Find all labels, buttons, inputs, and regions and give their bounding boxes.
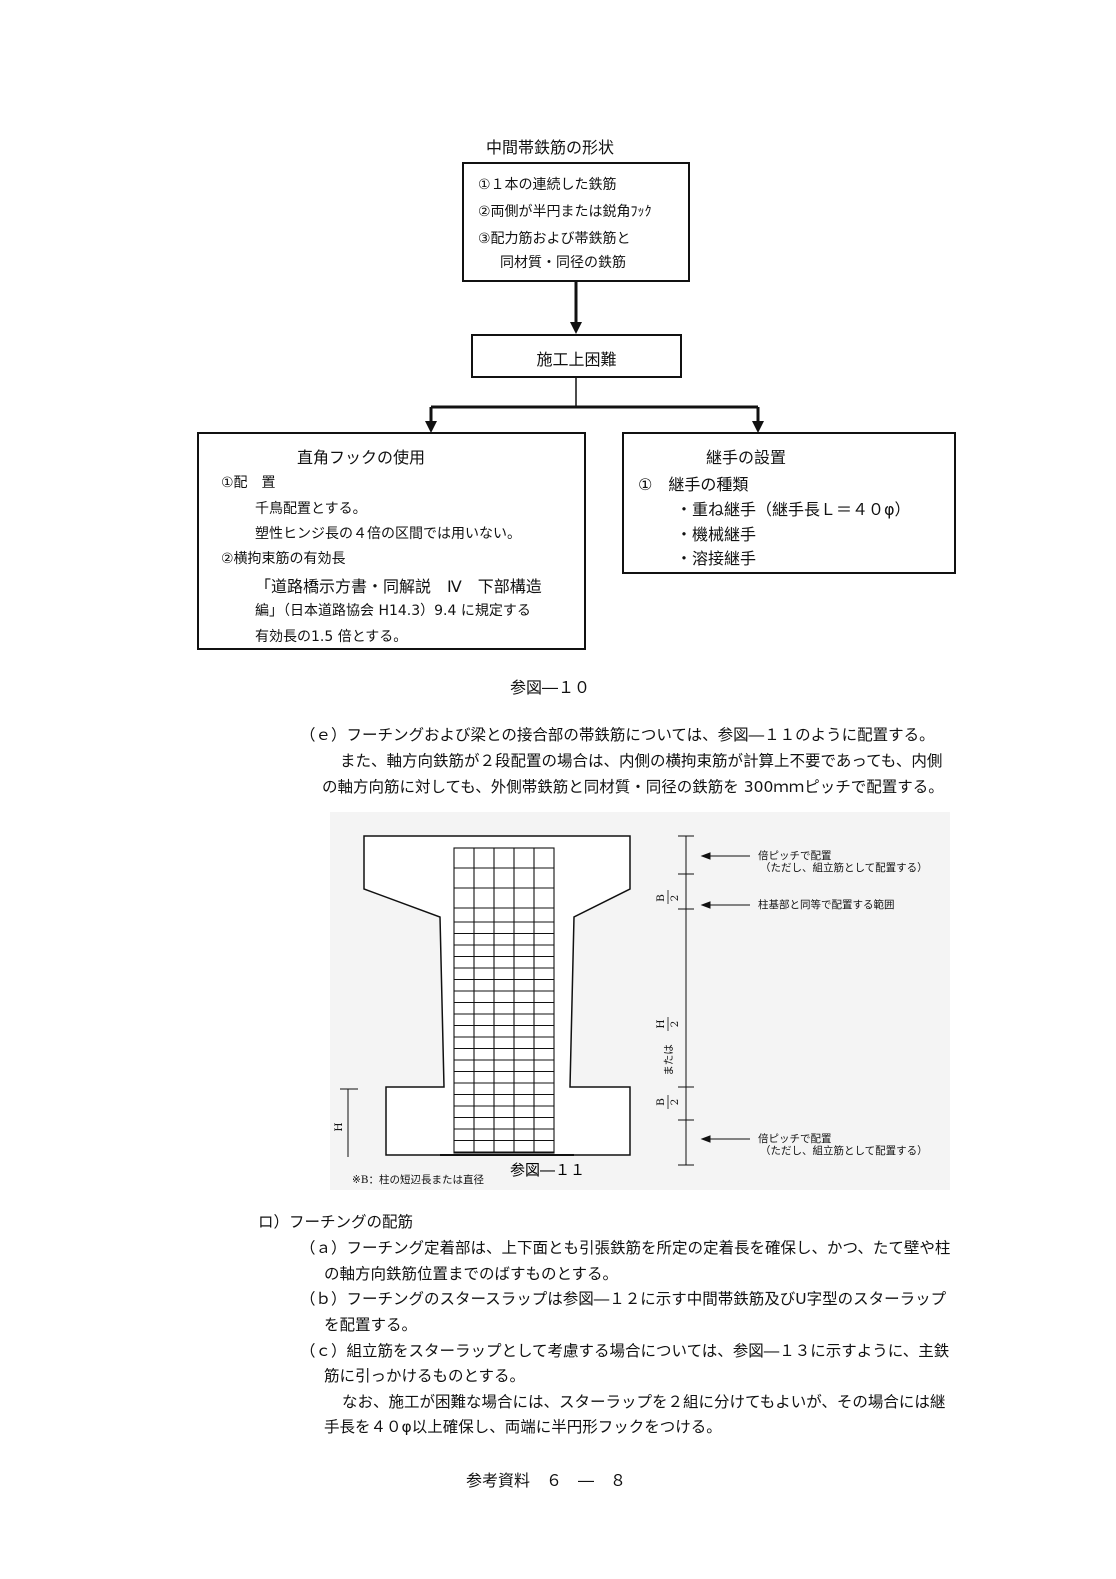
dim-h-left: H bbox=[333, 1122, 345, 1131]
flow-title: 中間帯鉄筋の形状 bbox=[486, 138, 615, 157]
left-box-line-6: 編」（日本道路協会 H14.3）9.4 に規定する bbox=[255, 603, 531, 619]
paragraph-e-line-2: また、軸方向鉄筋が２段配置の場合は、内側の横拘束筋が計算上不要であっても、内側 bbox=[340, 752, 943, 770]
right-box-line-3: ・機械継手 bbox=[676, 525, 757, 544]
b-over-2-top: B 2 bbox=[655, 890, 681, 904]
dim-h-mid: H bbox=[655, 1019, 667, 1028]
shape-line-2: ②両側が半円または鋭角ﾌｯｸ bbox=[478, 204, 652, 220]
section-ro-line-3: （ｂ）フーチングのスタースラップは参図―１２に示す中間帯鉄筋及びU字型のスターラ… bbox=[300, 1290, 947, 1308]
right-box-line-4: ・溶接継手 bbox=[676, 549, 757, 568]
section-ro-line-2: の軸方向鉄筋位置までのばすものとする。 bbox=[324, 1265, 619, 1283]
section-ro-line-7: なお、施工が困難な場合には、スターラップを２組に分けてもよいが、その場合には継 bbox=[342, 1393, 946, 1411]
section-ro-line-5: （ｃ）組立筋をスターラップとして考慮する場合については、参図―１３に示すように、… bbox=[300, 1342, 950, 1360]
section-ro-line-6: 筋に引っかけるものとする。 bbox=[324, 1367, 526, 1385]
dim-b-bottom: B bbox=[655, 1098, 667, 1106]
dim-2-bottom: 2 bbox=[669, 1099, 681, 1106]
paragraph-e-line-1: （ｅ）フーチングおよび梁との接合部の帯鉄筋については、参図―１１のように配置する… bbox=[300, 726, 935, 744]
rebar-grid bbox=[453, 847, 555, 1154]
shape-line-1: ①１本の連続した鉄筋 bbox=[478, 177, 617, 193]
section-ro-line-8: 手長を４０φ以上確保し、両端に半円形フックをつける。 bbox=[324, 1418, 722, 1436]
left-box-line-2: 千鳥配置とする。 bbox=[255, 501, 367, 517]
bottom-note-line-2: （ただし、組立筋として配置する） bbox=[760, 1144, 928, 1157]
page-footer: 参考資料 ６ ― ８ bbox=[466, 1471, 627, 1490]
left-box-line-5: 「道路橋示方書・同解説 Ⅳ 下部構造 bbox=[255, 577, 542, 596]
left-box-line-7: 有効長の1.5 倍とする。 bbox=[255, 629, 408, 645]
right-angle-hook-box: 直角フックの使用 ①配 置 千鳥配置とする。 塑性ヒンジ長の４倍の区間では用いな… bbox=[197, 432, 586, 650]
dim-or: または bbox=[663, 1044, 675, 1076]
shape-box: ①１本の連続した鉄筋 ②両側が半円または鋭角ﾌｯｸ ③配力筋および帯鉄筋と 同材… bbox=[462, 162, 690, 282]
h-over-2: H 2 または bbox=[655, 1017, 681, 1076]
left-box-title: 直角フックの使用 bbox=[297, 448, 426, 467]
difficulty-box: 施工上困難 bbox=[471, 334, 682, 378]
shape-line-4: 同材質・同径の鉄筋 bbox=[500, 255, 626, 271]
dim-b-top: B bbox=[655, 894, 667, 902]
paragraph-e-line-3: の軸方向筋に対しても、外側帯鉄筋と同材質・同径の鉄筋を 300ｍｍピッチで配置す… bbox=[322, 778, 944, 796]
difficulty-label: 施工上困難 bbox=[536, 350, 617, 369]
top-note-line-2: （ただし、組立筋として配置する） bbox=[760, 861, 928, 874]
right-box-line-1: ① 継手の種類 bbox=[638, 475, 749, 494]
right-box-title: 継手の設置 bbox=[706, 448, 787, 467]
right-box-line-2: ・重ね継手（継手長Ｌ＝４０φ） bbox=[676, 500, 911, 519]
figure11-caption: 参図―１１ bbox=[510, 1161, 585, 1179]
bottom-note-line-1: 倍ピッチで配置 bbox=[758, 1132, 832, 1145]
section-ro-line-1: （ａ）フーチング定着部は、上下面とも引張鉄筋を所定の定着長を確保し、かつ、たて壁… bbox=[300, 1239, 951, 1257]
dim-2-mid: 2 bbox=[669, 1021, 681, 1028]
mid-note: 柱基部と同等で配置する範囲 bbox=[758, 898, 895, 911]
figure11-diagram: B 2 H 2 または B 2 H 倍ピッチで配置 （ただし、組立筋として配置す… bbox=[330, 812, 950, 1190]
left-box-line-1: ①配 置 bbox=[221, 475, 276, 491]
left-box-line-4: ②横拘束筋の有効長 bbox=[221, 551, 346, 567]
section-ro-heading: ロ）フーチングの配筋 bbox=[258, 1213, 414, 1231]
joint-box: 継手の設置 ① 継手の種類 ・重ね継手（継手長Ｌ＝４０φ） ・機械継手 ・溶接継… bbox=[622, 432, 956, 574]
b-over-2-bottom: B 2 bbox=[655, 1095, 681, 1109]
shape-line-3: ③配力筋および帯鉄筋と bbox=[478, 231, 631, 247]
left-box-line-3: 塑性ヒンジ長の４倍の区間では用いない。 bbox=[255, 526, 521, 542]
figure11-footnote: ※B：柱の短辺長または直径 bbox=[352, 1173, 485, 1186]
dim-2-top: 2 bbox=[669, 895, 681, 902]
section-ro-line-4: を配置する。 bbox=[324, 1316, 418, 1334]
figure10-caption: 参図―１０ bbox=[510, 678, 591, 697]
flow-connectors bbox=[425, 282, 764, 433]
top-note-line-1: 倍ピッチで配置 bbox=[758, 849, 832, 862]
hoop-lines bbox=[454, 867, 554, 1153]
